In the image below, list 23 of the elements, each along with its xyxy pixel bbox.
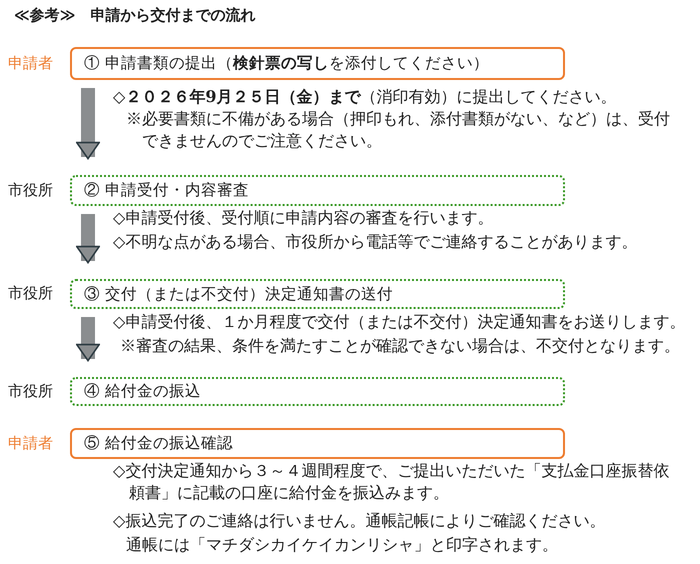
step-box: ① 申請書類の提出（検針票の写しを添付してください） xyxy=(70,47,565,80)
note-text: ◇不明な点がある場合、市役所から電話等でご連絡することがあります。 xyxy=(113,231,638,253)
note-text: ※審査の結果、条件を満たすことが確認できない場合は、不交付となります。 xyxy=(120,335,680,357)
block-arrow xyxy=(76,317,100,362)
block-arrow xyxy=(76,88,100,160)
actor-label: 市役所 xyxy=(8,382,53,400)
actor-label: 市役所 xyxy=(8,180,53,200)
note-text: ◇申請受付後、受付順に申請内容の審査を行います。 xyxy=(113,207,494,229)
step-box: ④ 給付金の振込 xyxy=(70,377,565,406)
actor-label: 市役所 xyxy=(8,284,53,303)
note-text: ◇申請受付後、１か月程度で交付（または不交付）決定通知書をお送りします。 xyxy=(113,311,686,333)
step-box: ② 申請受付・内容審査 xyxy=(70,175,565,206)
note-text: ◇交付決定通知から３～４週間程度で、ご提出いただいた「支払金口座振替依頼書」に記載の口座に給付金を振込みます。 xyxy=(113,460,670,504)
step-box: ③ 交付（または不交付）決定通知書の送付 xyxy=(70,279,565,309)
actor-label: 申請者 xyxy=(8,54,53,72)
block-arrow xyxy=(76,214,100,264)
note-text: ◇２０２６年9月２５日（金）まで（消印有効）に提出してください。 xyxy=(113,86,616,108)
note-text: ※必要書類に不備がある場合（押印もれ、添付書類がない、など）は、受付できませんのでご注意ください。 xyxy=(126,108,670,152)
actor-label: 申請者 xyxy=(8,434,53,452)
note-text: 通帳には「マチダシカイケイカンリシャ」と印字されます。 xyxy=(126,534,558,556)
step-box: ⑤ 給付金の振込確認 xyxy=(70,428,565,459)
note-text: ◇振込完了のご連絡は行いません。通帳記帳によりご確認ください。 xyxy=(113,510,606,532)
title: ≪参考≫ 申請から交付までの流れ xyxy=(14,6,256,25)
